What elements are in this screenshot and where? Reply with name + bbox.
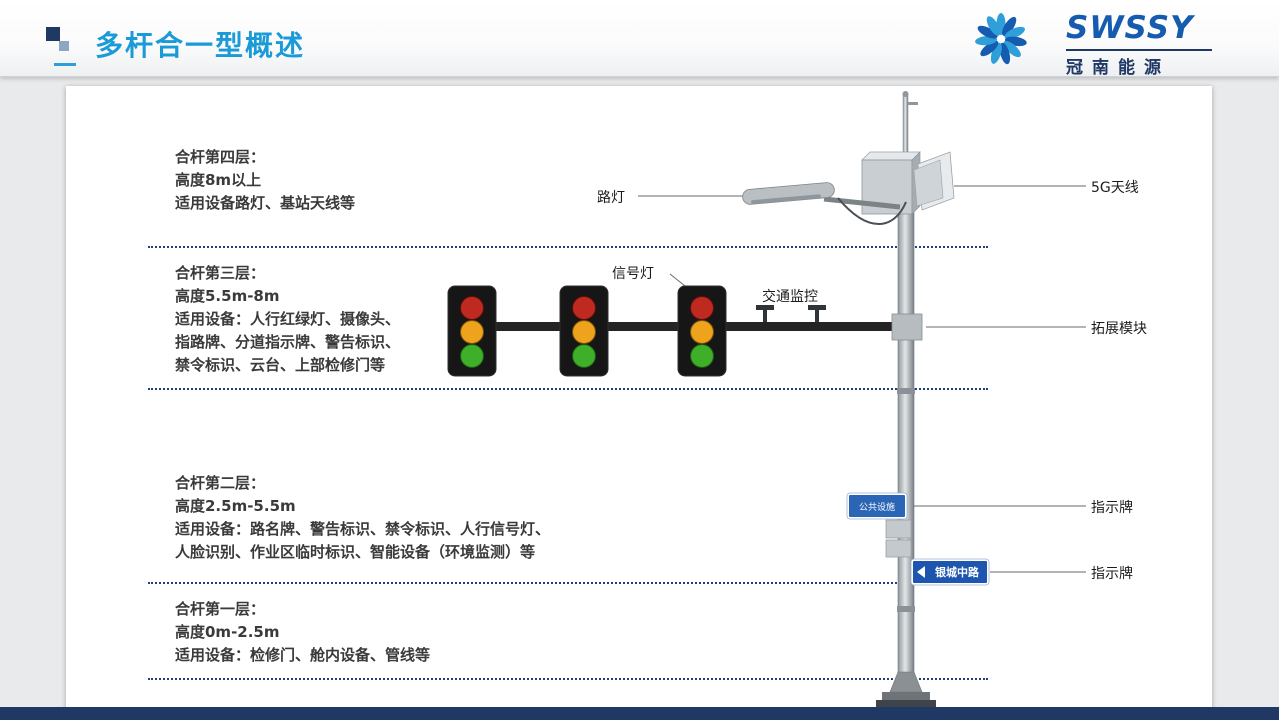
callout-expansion-module: 拓展模块 [1091, 321, 1147, 337]
layer-3-line: 指路牌、分道指示牌、警告标识、 [175, 333, 401, 351]
pole-joint-band-2 [897, 606, 915, 612]
camera-mount-stem-2 [815, 310, 819, 322]
antenna-rod-tip [902, 91, 909, 97]
layer-3-title: 合杆第三层： [175, 264, 266, 282]
notice-sign-text: 公共设施 [859, 501, 895, 513]
amber-lamp [460, 320, 484, 344]
starburst-logo-icon [975, 13, 1027, 65]
layer-2-line: 人脸识别、作业区临时标识、智能设备（环境监测）等 [175, 543, 536, 561]
layer-2-title: 合杆第二层： [175, 474, 266, 492]
expansion-module-box [891, 313, 923, 341]
layer-separator-4 [148, 678, 988, 680]
green-lamp [572, 344, 596, 368]
logo-brand-text: SWSSY [1066, 10, 1194, 46]
slide-footer-bar [0, 707, 1279, 720]
page-title: 多杆合一型概述 [95, 29, 306, 62]
title-underline-tick [54, 63, 76, 66]
street-lamp [742, 182, 907, 225]
layer-1-description: 合杆第一层： 高度0m-2.5m 适用设备：检修门、舱内设备、管线等 [175, 598, 430, 667]
layer-2-line: 适用设备：路名牌、警告标识、禁令标识、人行信号灯、 [175, 520, 551, 538]
layer-4-title: 合杆第四层： [175, 148, 266, 166]
traffic-light-1 [447, 285, 497, 377]
lamp-arm [823, 196, 901, 210]
layer-3-line: 禁令标识、云台、上部检修门等 [175, 356, 386, 374]
logo-company-text: 冠南能源 [1066, 58, 1170, 78]
content-panel [66, 86, 1212, 710]
lamp-cable [837, 197, 907, 225]
layer-4-line: 适用设备路灯、基站天线等 [175, 194, 356, 212]
pole-joint-band-1 [897, 388, 915, 394]
layer-4-description: 合杆第四层： 高度8m以上 适用设备路灯、基站天线等 [175, 146, 355, 215]
callout-street-lamp: 路灯 [597, 190, 625, 206]
camera-mount-plate-2 [808, 305, 826, 310]
camera-mount-plate-1 [756, 305, 774, 310]
pole-base-flange [882, 692, 930, 701]
road-sign-text: 银城中路 [935, 565, 980, 579]
notice-sign: 公共设施 [846, 492, 908, 520]
green-lamp [460, 344, 484, 368]
callout-signal-light: 信号灯 [612, 266, 654, 282]
callout-traffic-monitor: 交通监控 [762, 289, 818, 305]
layer-3-description: 合杆第三层： 高度5.5m-8m 适用设备：人行红绿灯、摄像头、 指路牌、分道指… [175, 262, 400, 377]
layer-separator-3 [148, 582, 988, 584]
antenna-crossbar [907, 102, 918, 105]
lamp-head [742, 182, 835, 205]
layer-1-line: 适用设备：检修门、舱内设备、管线等 [175, 646, 431, 664]
traffic-monitor-mounts [756, 305, 826, 322]
signal-arm [452, 322, 898, 331]
amber-lamp [572, 320, 596, 344]
layer-4-line: 高度8m以上 [175, 171, 262, 189]
pole-base-taper [889, 671, 923, 693]
pole-equipment-box-1 [885, 519, 912, 539]
traffic-light-3 [677, 285, 727, 377]
red-lamp [572, 296, 596, 320]
camera-mount-stem-1 [763, 310, 767, 322]
green-lamp [690, 344, 714, 368]
layer-separator-1 [148, 246, 988, 248]
logo-divider-line [1066, 49, 1212, 51]
antenna-panel-2 [913, 159, 944, 207]
layer-1-line: 高度0m-2.5m [175, 623, 280, 641]
title-square-decoration [46, 27, 60, 41]
layer-2-description: 合杆第二层： 高度2.5m-5.5m 适用设备：路名牌、警告标识、禁令标识、人行… [175, 472, 550, 564]
layer-3-line: 适用设备：人行红绿灯、摄像头、 [175, 310, 401, 328]
layer-3-line: 高度5.5m-8m [175, 287, 280, 305]
layer-separator-2 [148, 388, 988, 390]
pole-equipment-box-2 [885, 539, 912, 558]
callout-5g-antenna: 5G天线 [1091, 180, 1139, 196]
road-name-sign: 银城中路 [910, 558, 990, 586]
slide-header: 多杆合一型概述 SWSSY 冠南能源 [0, 0, 1279, 78]
pole-base-plate [876, 700, 936, 708]
traffic-light-2 [559, 285, 609, 377]
callout-indicator-sign-2: 指示牌 [1091, 566, 1133, 582]
layer-2-line: 高度2.5m-5.5m [175, 497, 296, 515]
red-lamp [460, 296, 484, 320]
amber-lamp [690, 320, 714, 344]
callout-lines [638, 185, 1086, 573]
title-square-decoration-small [59, 41, 69, 51]
road-sign-arrow-icon [917, 566, 925, 578]
callout-indicator-sign-1: 指示牌 [1091, 500, 1133, 516]
red-lamp [690, 296, 714, 320]
layer-1-title: 合杆第一层： [175, 600, 266, 618]
smart-pole-diagram: 公共设施 银城中路 [447, 91, 1086, 708]
